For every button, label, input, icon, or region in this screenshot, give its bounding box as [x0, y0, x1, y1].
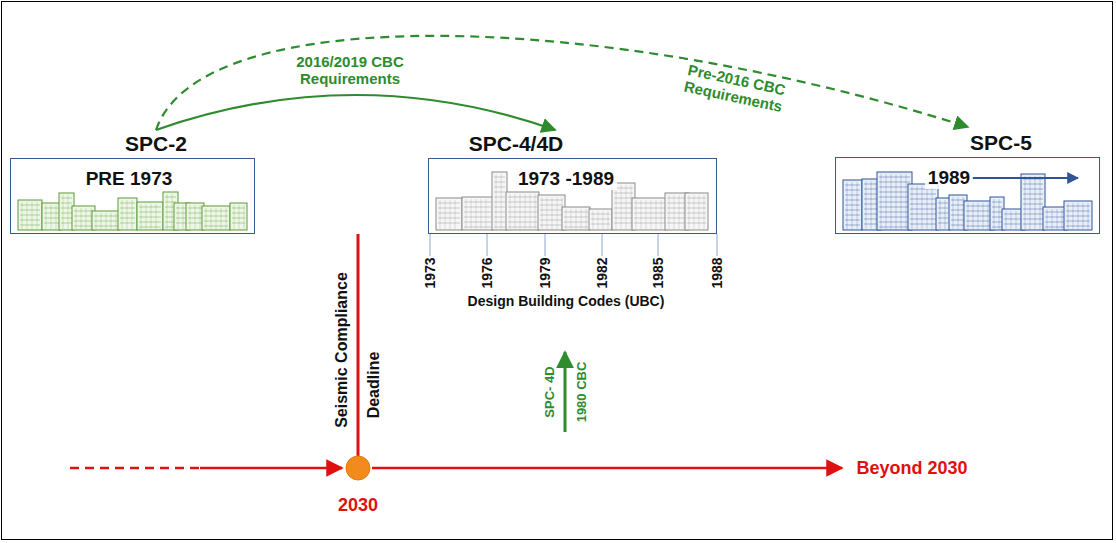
building	[42, 203, 61, 230]
year-label: 1988	[709, 257, 725, 288]
deadline-label: Deadline	[365, 352, 383, 419]
building	[562, 207, 590, 230]
building	[1064, 201, 1092, 230]
edge-label: 2016/2019 CBC Requirements	[286, 53, 414, 87]
building	[538, 195, 565, 230]
year-label: 1976	[479, 257, 495, 288]
era-label: 1973 -1989	[515, 168, 617, 190]
requirement-arrow	[156, 95, 555, 130]
building	[1043, 207, 1067, 230]
box-heading: SPC-5	[970, 131, 1032, 155]
box-heading: SPC-2	[125, 132, 187, 156]
blue-arrow	[972, 177, 1078, 179]
building	[685, 193, 708, 230]
building-box: SPC-2PRE 1973	[10, 158, 255, 234]
requirement-arrow	[156, 36, 968, 130]
building	[492, 172, 507, 230]
building	[589, 209, 612, 230]
era-label: PRE 1973	[83, 168, 176, 190]
box-heading: SPC-4/4D	[469, 132, 564, 156]
building	[137, 202, 163, 230]
building	[92, 211, 120, 230]
year-label: 1979	[537, 257, 553, 288]
building	[18, 200, 42, 230]
code-label: 1980 CBC	[574, 362, 589, 423]
building	[202, 206, 230, 230]
building	[506, 192, 539, 230]
green-arrow	[564, 352, 567, 432]
timeline	[372, 467, 842, 470]
building	[1021, 174, 1045, 230]
building-box: SPC-51989	[835, 157, 1100, 234]
era-label: 1989	[925, 167, 973, 189]
year-label: 1985	[650, 257, 666, 288]
building	[632, 198, 667, 230]
timeline-label: Beyond 2030	[856, 458, 967, 479]
building	[908, 184, 938, 230]
code-label: SPC- 4D	[542, 366, 557, 417]
building-box: SPC-4/4D1973 -1989	[428, 158, 717, 234]
year-label: 1973	[422, 257, 438, 288]
deadline-dot	[346, 456, 370, 480]
edge-label: Pre-2016 CBC Requirements	[669, 58, 801, 118]
building	[230, 203, 247, 230]
deadline-line	[357, 234, 360, 462]
building	[843, 180, 862, 230]
building	[877, 172, 912, 230]
year-label: 1982	[594, 257, 610, 288]
building	[118, 198, 137, 230]
building	[436, 198, 462, 230]
building	[186, 203, 204, 230]
year-ticks	[430, 234, 717, 256]
building	[462, 197, 493, 230]
building	[936, 198, 950, 230]
year-label: 2030	[338, 495, 378, 516]
timeline-dashed	[70, 467, 200, 470]
timeline	[200, 467, 342, 470]
deadline-label: Seismic Compliance	[333, 272, 351, 428]
axis-title: Design Building Codes (UBC)	[468, 293, 665, 309]
